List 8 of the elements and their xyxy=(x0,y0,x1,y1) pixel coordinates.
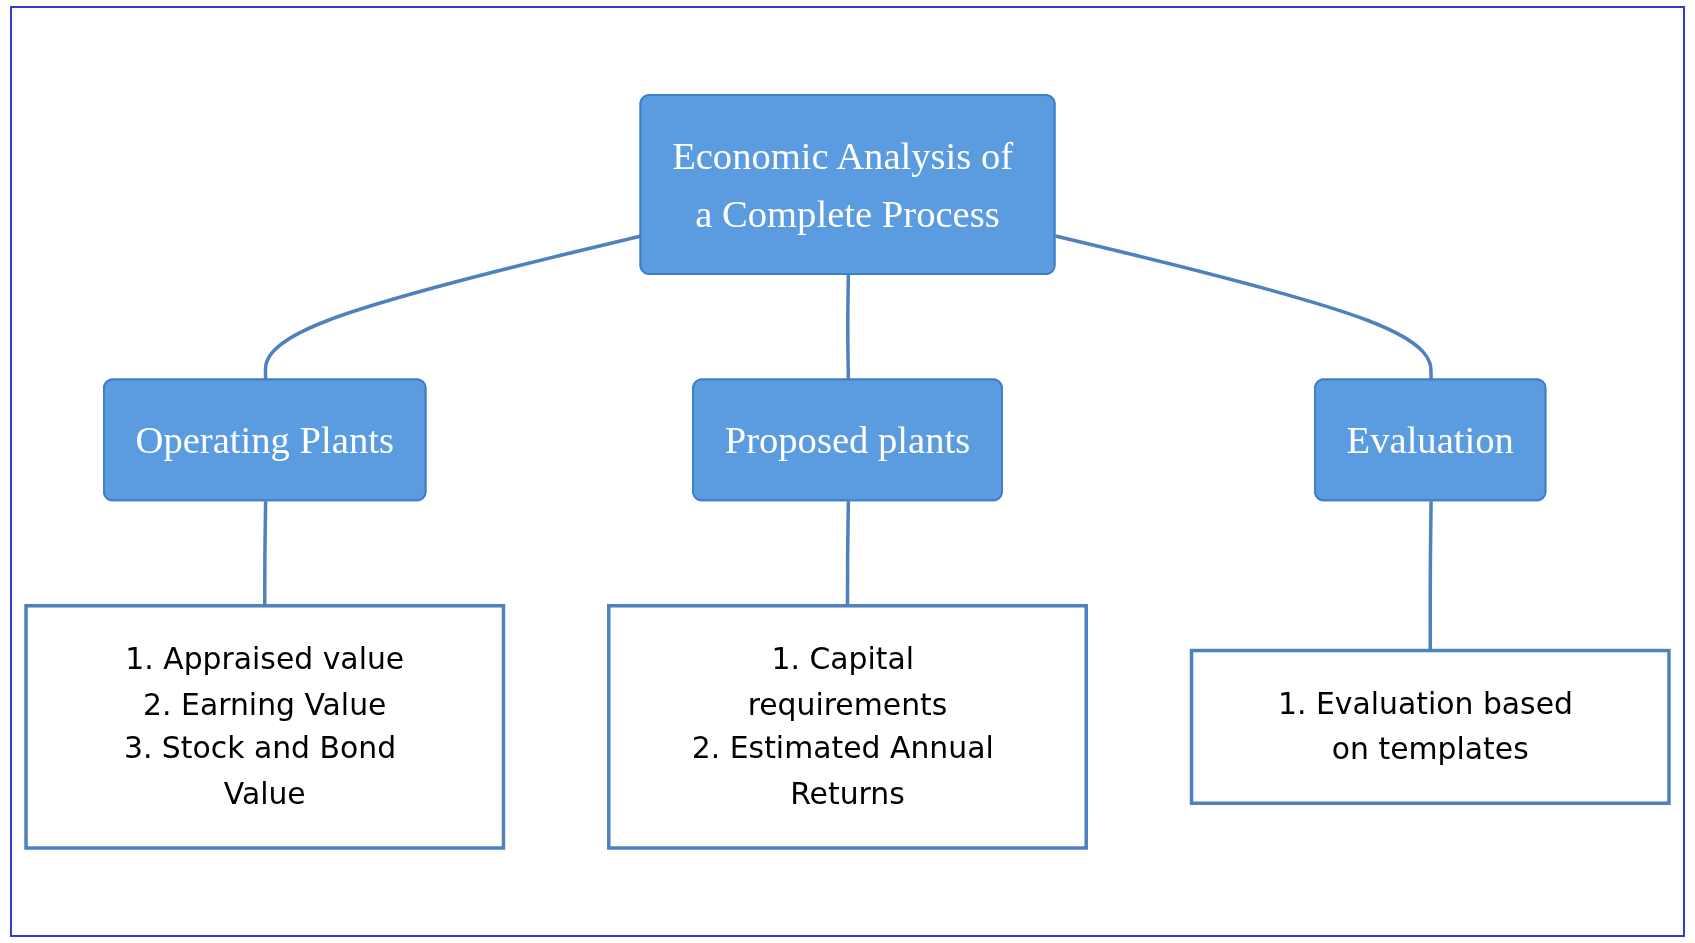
node-box: 1. Appraised value 2. Earning Value 3. Stock and Bond Value xyxy=(24,604,506,850)
connector xyxy=(1428,501,1433,651)
connector xyxy=(845,501,851,606)
connector xyxy=(846,274,851,381)
connector xyxy=(263,501,268,606)
connector xyxy=(1055,234,1433,381)
node-box: 1. Evaluation based on templates xyxy=(1189,648,1671,805)
node-box: 1. Capital requirements 2. Estimated Annual Returns xyxy=(607,604,1088,850)
